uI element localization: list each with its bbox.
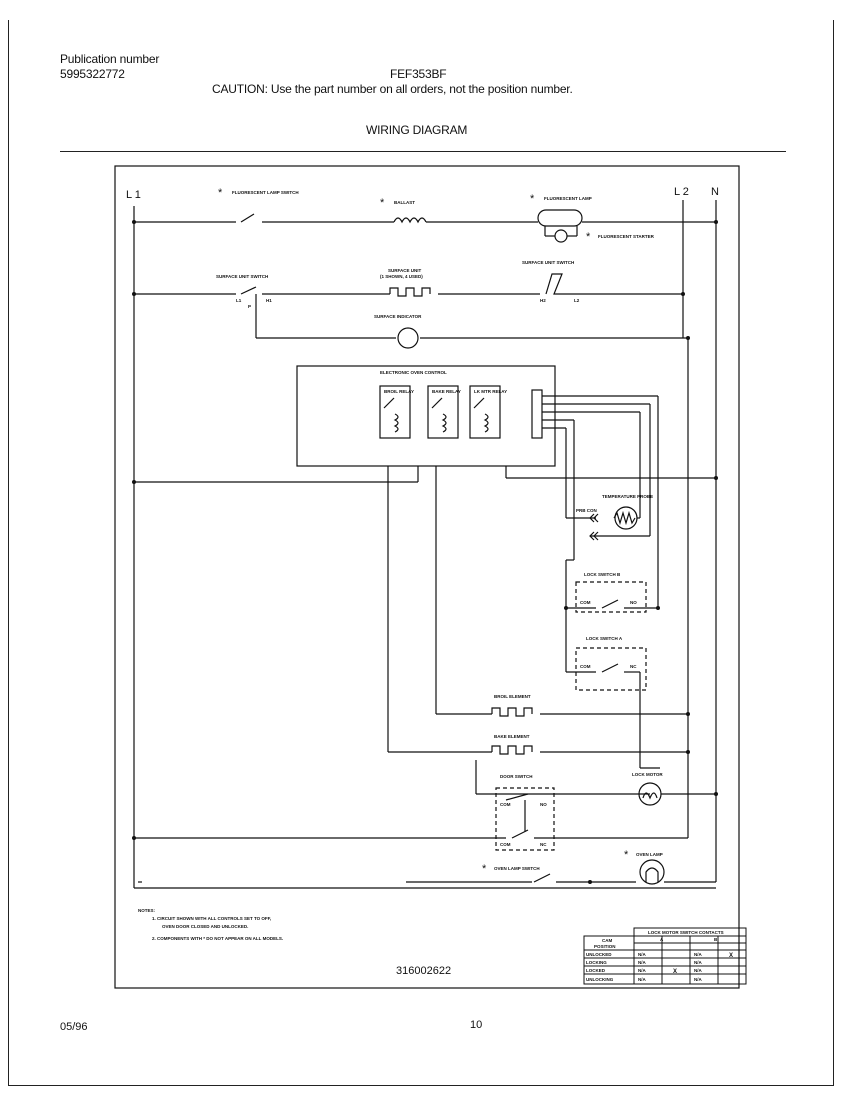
label-broil-relay: BROIL RELAY (384, 389, 414, 394)
page-frame (8, 20, 834, 1086)
label-lock-motor-relay: LK MTR RELAY (474, 389, 507, 394)
notes-line-1: 1. CIRCUIT SHOWN WITH ALL CONTROLS SET T… (152, 916, 271, 921)
cell-na-2: N/A (694, 952, 703, 957)
section-title: WIRING DIAGRAM (366, 123, 468, 137)
table-row-locked: LOCKED (586, 968, 606, 973)
cell-na-5: N/A (638, 968, 647, 973)
label-broil-element: BROIL ELEMENT (494, 694, 531, 699)
lock-motor-relay-box (469, 385, 501, 439)
electronic-oven-control-box (296, 365, 556, 467)
term-l2: L2 (574, 298, 580, 303)
label-lock-motor: LOCK MOTOR (632, 772, 663, 777)
table-col-b: B (714, 937, 718, 942)
table-row-unlocking: UNLOCKING (586, 977, 614, 982)
page-number: 10 (470, 1019, 482, 1031)
asterisk-ballast: * (380, 197, 385, 209)
revision-date: 05/96 (60, 1021, 88, 1033)
caution-text: CAUTION: Use the part number on all orde… (212, 82, 573, 96)
label-surface-unit-detail: (1 SHOWN, 4 USED) (380, 274, 423, 279)
label-l1: L 1 (126, 189, 141, 201)
label-lock-switch-b: LOCK SWITCH B (584, 572, 621, 577)
label-lock-switch-a: LOCK SWITCH A (586, 636, 623, 641)
label-fluorescent-switch: FLUORESCENT LAMP SWITCH (232, 190, 299, 195)
notes-line-2: 2. COMPONENTS WITH * DO NOT APPEAR ON AL… (152, 936, 283, 941)
label-probe-receptacle: PRB CON (576, 508, 597, 513)
label-l2: L 2 (674, 186, 689, 198)
label-surface-indicator: SURFACE INDICATOR (374, 314, 422, 319)
notes-title: NOTES: (138, 908, 156, 913)
model-number: FEF353BF (390, 67, 447, 81)
cell-na-8: N/A (694, 977, 703, 982)
publication-label: Publication number (60, 52, 160, 66)
diagram-number: 316002622 (396, 965, 451, 977)
ballast-coil (393, 217, 427, 224)
label-bake-element: BAKE ELEMENT (494, 734, 530, 739)
term-com-door-bottom: COM (500, 842, 511, 847)
asterisk-oven-lamp-switch: * (482, 863, 487, 875)
table-row-unlocked: UNLOCKED (586, 952, 612, 957)
oven-lamp-symbol (639, 859, 665, 885)
control-connector-block (531, 389, 543, 439)
label-electronic-oven-control: ELECTRONIC OVEN CONTROL (380, 370, 447, 375)
table-header-cam: CAM (602, 938, 612, 943)
label-oven-lamp: OVEN LAMP (636, 852, 663, 857)
label-surface-unit-switch-right: SURFACE UNIT SWITCH (522, 260, 574, 265)
surface-switch-contact (545, 273, 574, 295)
bake-element-symbol (491, 745, 533, 755)
cell-x-2: X (673, 969, 677, 975)
cell-x-1: X (729, 953, 733, 959)
label-fluorescent-starter: FLUORESCENT STARTER (598, 234, 655, 239)
publication-number: 5995322772 (60, 67, 125, 81)
cell-na-7: N/A (638, 977, 647, 982)
label-n: N (711, 186, 719, 198)
surface-unit-element (389, 287, 431, 297)
term-nc-door-bottom: NC (540, 842, 547, 847)
term-com-lsb: COM (580, 600, 591, 605)
notes-line-1b: OVEN DOOR CLOSED AND UNLOCKED. (162, 924, 248, 929)
label-oven-lamp-switch: OVEN LAMP SWITCH (494, 866, 540, 871)
table-row-locking: LOCKING (586, 960, 607, 965)
term-h2: H2 (540, 298, 546, 303)
lock-switch-a-box (575, 647, 647, 691)
label-surface-unit-switch-left: SURFACE UNIT SWITCH (216, 274, 268, 279)
fluorescent-switch-blade (240, 213, 255, 223)
asterisk-oven-lamp: * (624, 849, 629, 861)
asterisk-fluorescent-switch: * (218, 187, 223, 199)
cell-na-1: N/A (638, 952, 647, 957)
term-nc-lsa: NC (630, 664, 637, 669)
term-h1-left: H1 (266, 298, 272, 303)
term-no-door-top: NO (540, 802, 547, 807)
diagram-border (114, 165, 740, 989)
cell-na-6: N/A (694, 968, 703, 973)
label-door-switch: DOOR SWITCH (500, 774, 533, 779)
term-com-lsa: COM (580, 664, 591, 669)
door-switch-box (495, 787, 555, 851)
term-l1-left: L1 (236, 298, 242, 303)
surface-indicator-lamp (397, 327, 419, 349)
cell-na-3: N/A (638, 960, 647, 965)
term-no-lsb: NO (630, 600, 637, 605)
fluorescent-lamp-tube (537, 209, 583, 227)
table-col-a: A (660, 937, 664, 942)
label-fluorescent-lamp: FLUORESCENT LAMP (544, 196, 592, 201)
lock-switch-b-box (575, 581, 647, 613)
table-title: LOCK MOTOR SWITCH CONTACTS (648, 930, 724, 935)
label-ballast: BALLAST (394, 200, 415, 205)
broil-element-symbol (491, 707, 533, 717)
header-rule (60, 151, 786, 152)
label-surface-unit: SURFACE UNIT (388, 268, 422, 273)
table-header-position: POSITION (594, 944, 616, 949)
term-com-door-top: COM (500, 802, 511, 807)
broil-relay-box (379, 385, 411, 439)
bake-relay-box (427, 385, 459, 439)
cell-na-4: N/A (694, 960, 703, 965)
label-bake-relay: BAKE RELAY (432, 389, 461, 394)
term-p: P (248, 304, 251, 309)
fluorescent-starter-symbol (554, 229, 568, 243)
label-temperature-probe: TEMPERATURE PROBE (602, 494, 653, 499)
asterisk-fluorescent-lamp: * (530, 193, 535, 205)
asterisk-fluorescent-starter: * (586, 231, 591, 243)
